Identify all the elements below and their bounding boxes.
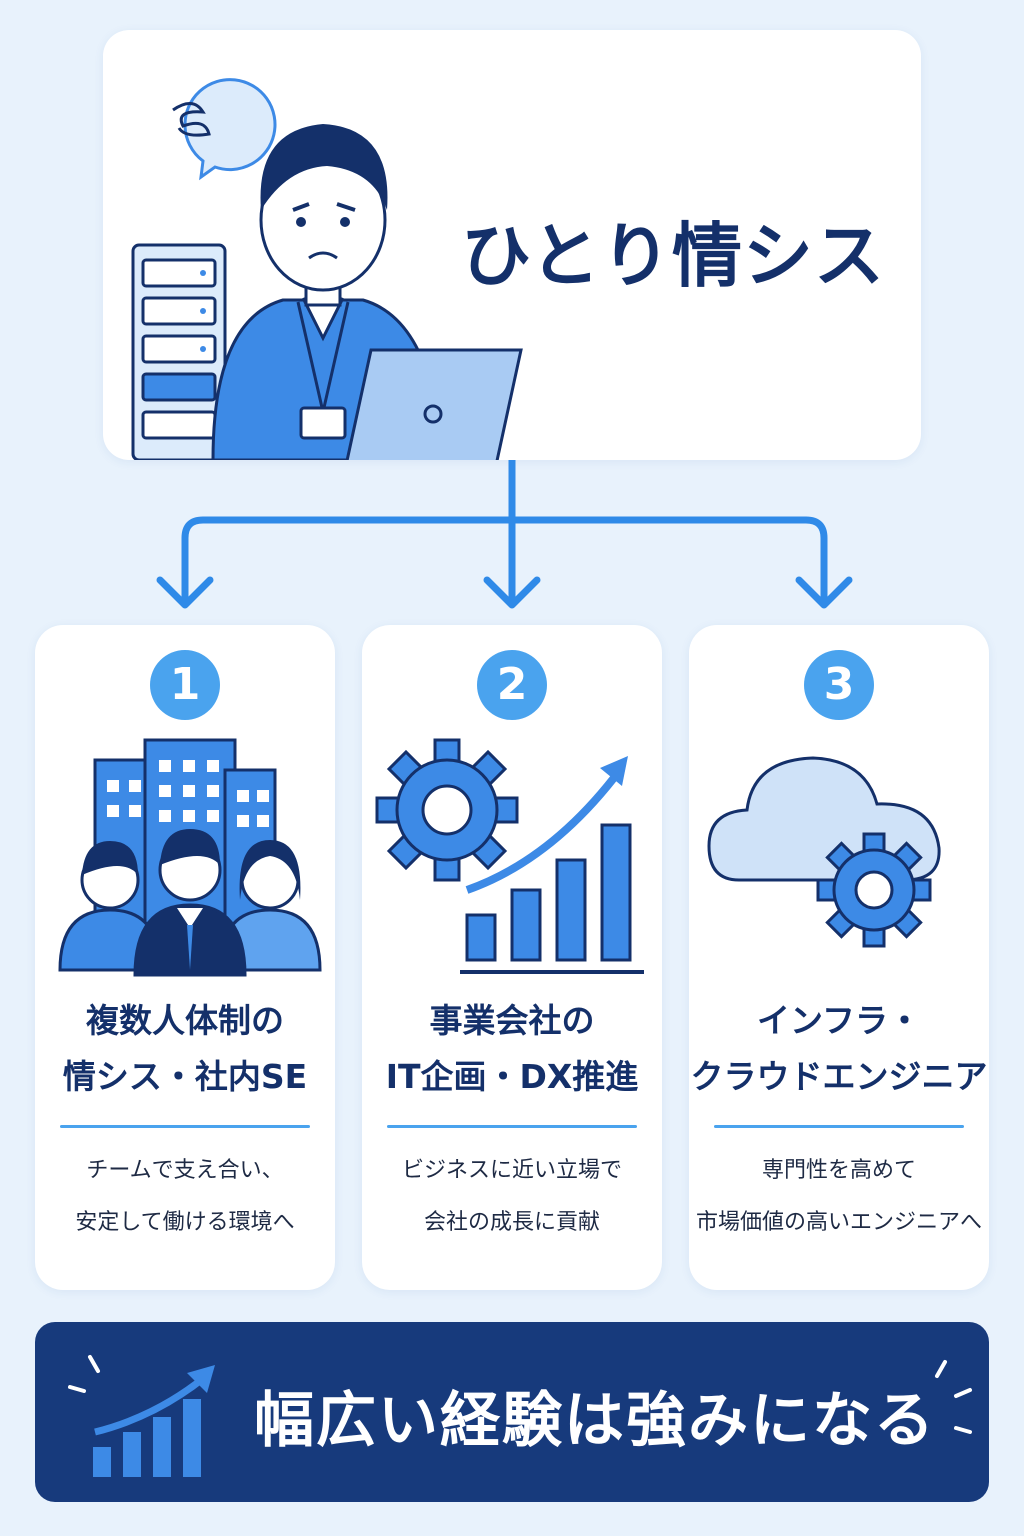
- divider: [714, 1125, 964, 1128]
- card-description-line: 市場価値の高いエンジニアへ: [695, 1210, 982, 1235]
- card-description-line: 安定して働ける環境へ: [75, 1210, 295, 1235]
- option-card-3: 3 インフラ・ クラウドエンジニア 専門性を高めて 市場価値の高いエンジニアへ: [689, 625, 989, 1290]
- card-title: 複数人体制の 情シス・社内SE: [35, 993, 335, 1105]
- divider: [387, 1125, 637, 1128]
- one-person-it-illustration: [131, 78, 523, 460]
- branch-arrows: [156, 460, 853, 609]
- card-title: インフラ・ クラウドエンジニア: [689, 993, 989, 1105]
- card-description-line: 会社の成長に貢献: [423, 1210, 600, 1235]
- sparkle-lines-icon: [935, 1360, 972, 1434]
- card-title-line: 複数人体制の: [86, 1001, 284, 1040]
- card-title-line: クラウドエンジニア: [690, 1057, 988, 1096]
- confused-speech-bubble-icon: [172, 78, 277, 181]
- number-badge: 3: [804, 650, 874, 720]
- number-badge: 1: [150, 650, 220, 720]
- card-title-line: 情シス・社内SE: [62, 1057, 308, 1096]
- card-description-line: チームで支え合い、: [86, 1158, 284, 1183]
- card-title: 事業会社の IT企画・DX推進: [362, 993, 662, 1105]
- number-badge: 2: [477, 650, 547, 720]
- top-title: ひとり情シス: [461, 215, 885, 297]
- cloud-gear-icon: [707, 756, 941, 948]
- office-building-team-icon: [58, 738, 322, 977]
- divider: [60, 1125, 310, 1128]
- laptop-icon: [345, 348, 523, 460]
- card-description-line: ビジネスに近い立場で: [401, 1158, 622, 1183]
- banner-message: 幅広い経験は強みになる: [254, 1386, 936, 1456]
- bottom-banner: 幅広い経験は強みになる: [35, 1322, 989, 1502]
- card-description: チームで支え合い、 安定して働ける環境へ: [35, 1145, 335, 1249]
- card-title-line: 事業会社の: [429, 1001, 595, 1040]
- card-description: ビジネスに近い立場で 会社の成長に貢献: [362, 1145, 662, 1249]
- server-rack-icon: [131, 243, 227, 460]
- rising-bar-chart-icon: [68, 1355, 215, 1477]
- card-title-line: IT企画・DX推進: [385, 1057, 639, 1096]
- option-card-2: 2 事業会社の IT企画・DX推進: [362, 625, 662, 1290]
- card-description: 専門性を高めて 市場価値の高いエンジニアへ: [689, 1145, 989, 1249]
- option-card-1: 1 複数人体制の 情シス・社内SE チームで支え合い、 安定して働ける環境: [35, 625, 335, 1290]
- card-title-line: インフラ・: [756, 1001, 921, 1040]
- top-card: ひとり情シス: [103, 30, 921, 460]
- card-description-line: 専門性を高めて: [761, 1158, 916, 1183]
- gear-growth-chart-icon: [375, 738, 644, 974]
